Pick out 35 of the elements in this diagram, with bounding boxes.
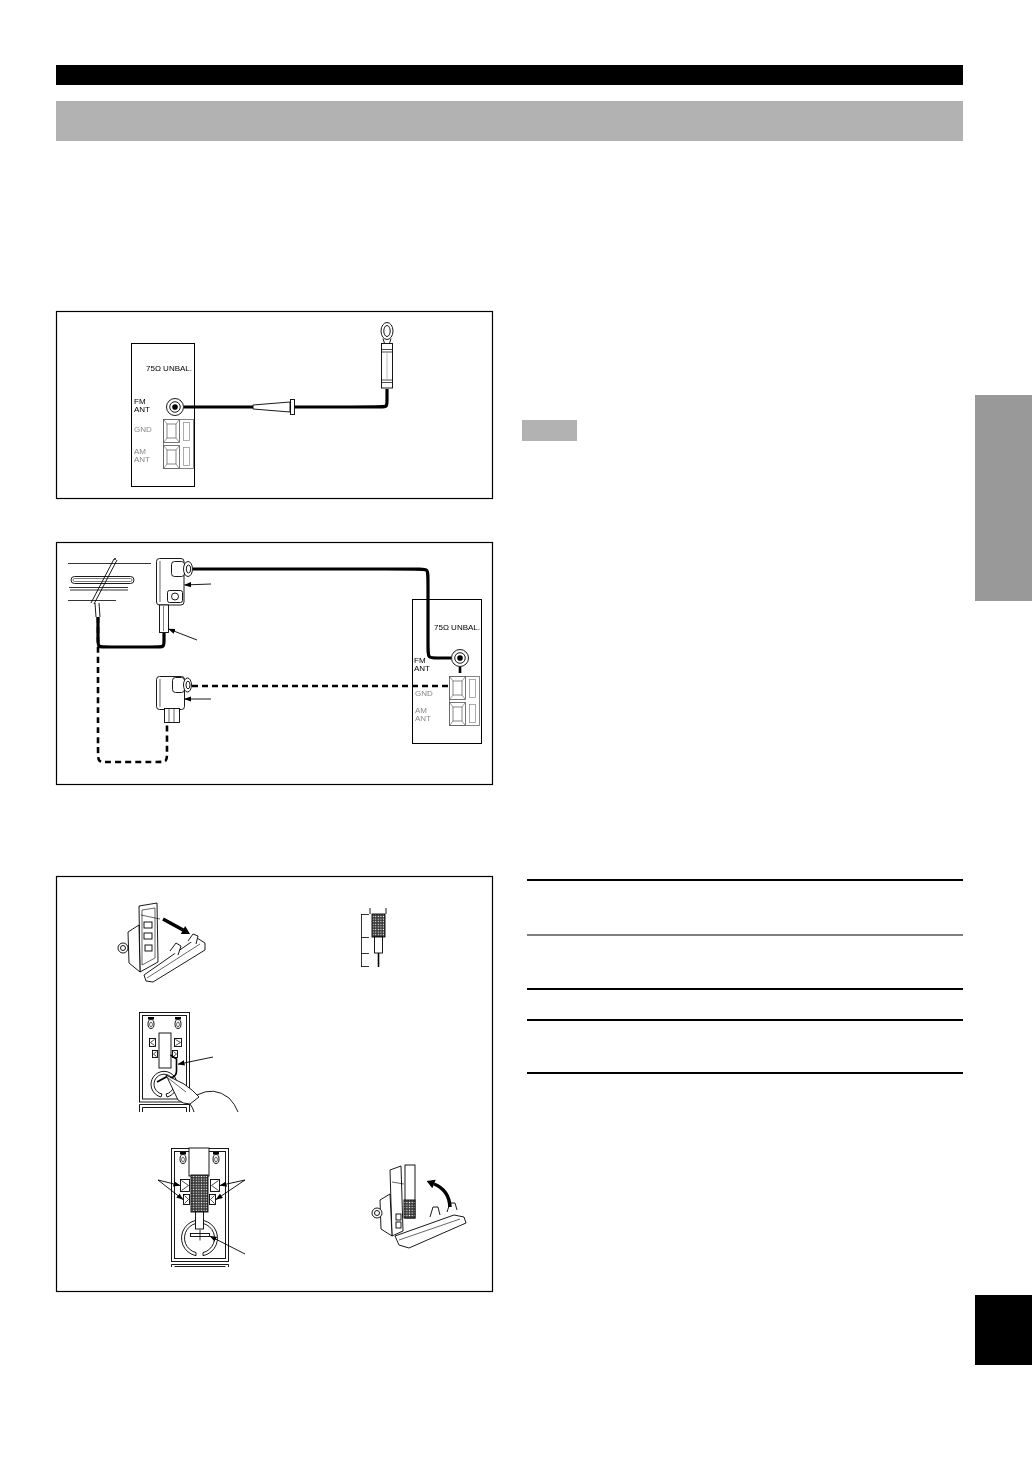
terminal-label: 75Ω UNBAL. — [146, 365, 192, 374]
antenna-cable — [192, 684, 449, 688]
antenna-cable — [193, 567, 451, 660]
terminal-label: FM ANT — [134, 398, 150, 415]
center-conductor — [170, 1053, 178, 1078]
coaxial-jack — [451, 649, 469, 667]
terminal-label: GND — [415, 690, 433, 699]
spring-terminal — [449, 702, 466, 726]
terminal-label: AM ANT — [415, 707, 431, 724]
retaining-claw — [210, 1179, 220, 1192]
note-marker — [522, 420, 577, 441]
spring-terminal — [163, 419, 180, 443]
antenna-cable — [96, 617, 169, 764]
terminal-label: GND — [134, 426, 152, 435]
terminal-panel — [412, 599, 482, 744]
antenna-adapter-drawing — [155, 557, 193, 633]
indoor-antenna-drawing — [380, 322, 394, 389]
retaining-claw — [183, 1194, 190, 1205]
side-tab — [975, 1295, 1032, 1365]
terminal-label: AM ANT — [134, 448, 150, 465]
retaining-claw — [209, 1194, 216, 1205]
spring-terminal — [163, 445, 180, 469]
retaining-claw — [180, 1179, 190, 1192]
terminal-label: 75Ω UNBAL. — [434, 624, 480, 633]
antenna-cable — [458, 667, 462, 676]
outdoor-antenna-drawing — [66, 557, 152, 617]
terminal-label: FM ANT — [414, 657, 430, 674]
antenna-cable — [96, 617, 166, 649]
antenna-adapter-drawing — [155, 675, 192, 723]
heading-bar — [56, 101, 963, 141]
side-tab — [975, 395, 1032, 601]
spring-terminal — [449, 676, 466, 700]
terminal-panel — [131, 343, 195, 487]
conductor-clamp — [190, 1229, 210, 1241]
coaxial-jack — [166, 398, 184, 416]
